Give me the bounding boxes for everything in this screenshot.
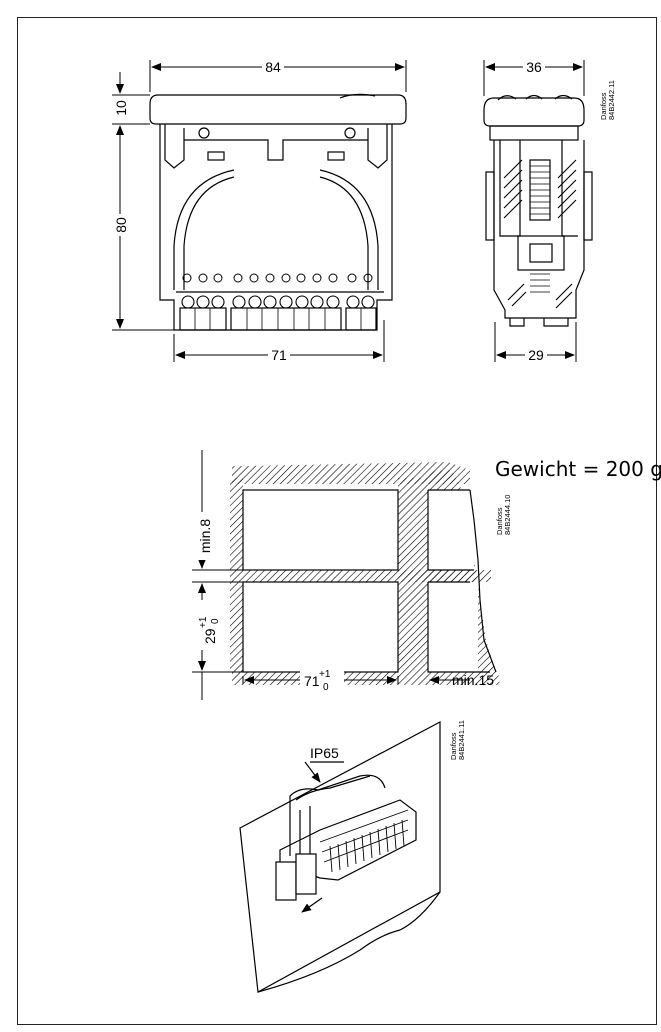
front-view <box>149 93 407 331</box>
height-tol-upper: +1 <box>198 616 209 628</box>
min-15-label: min.15 <box>452 672 494 688</box>
mounting-drawing-code: Danfoss84B2441.11 <box>449 720 466 760</box>
depth-36-label: 36 <box>526 59 542 75</box>
ip65-label: IP65 <box>310 745 339 761</box>
width-71-label: 71 <box>304 673 320 689</box>
height-29-label: 29 <box>202 628 218 644</box>
width-tol-lower: 0 <box>323 682 329 693</box>
terminal-depth-29-label: 29 <box>528 347 544 363</box>
body-height-80-label: 80 <box>113 217 129 233</box>
height-tol-lower: 0 <box>210 618 221 624</box>
mounting-view <box>239 721 441 993</box>
cutout-drawing-code: Danfoss84B2444.10 <box>495 495 512 535</box>
min-8-label: min.8 <box>197 519 213 553</box>
cap-height-10-label: 10 <box>113 100 129 116</box>
side-drawing-code: Danfoss84B2442.11 <box>599 80 616 120</box>
side-view <box>483 94 593 327</box>
terminal-width-71-label: 71 <box>271 347 287 363</box>
width-tol-upper: +1 <box>319 669 331 680</box>
panel-cutout <box>230 462 500 685</box>
weight-label: Gewicht = 200 g <box>495 457 661 481</box>
drawing-frame <box>17 17 657 1025</box>
width-84-label: 84 <box>265 59 281 75</box>
